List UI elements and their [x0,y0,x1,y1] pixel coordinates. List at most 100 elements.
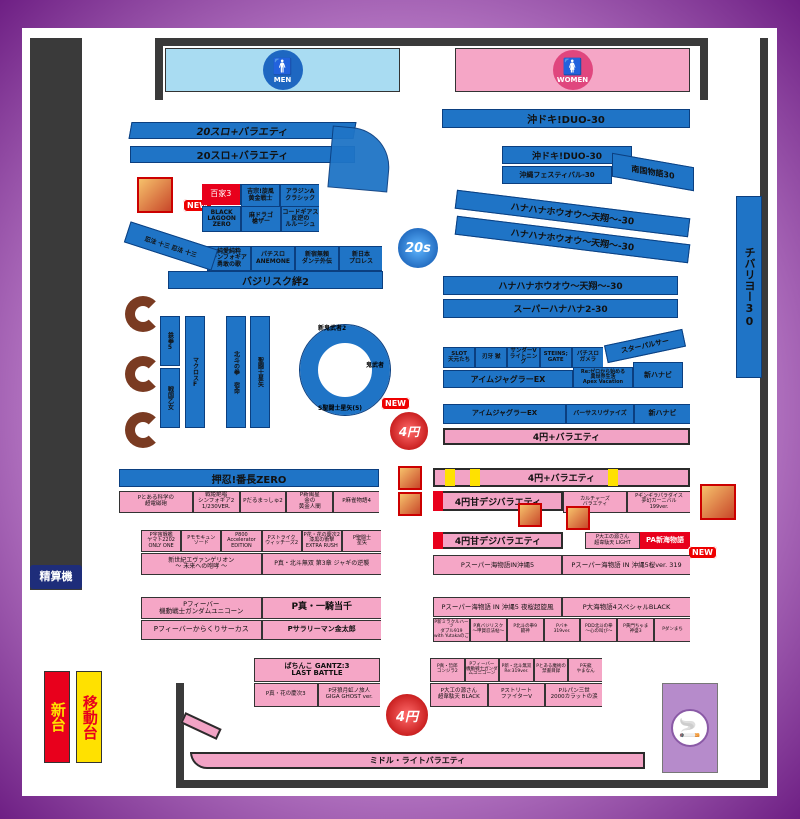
round-seat-3 [125,412,161,448]
machine-cell[interactable]: 麻ドラゴ 槍ザー [241,206,281,232]
machine-cell[interactable]: P北斗の拳9 闘神 [506,618,544,642]
machine-cell[interactable]: P麻雀物語4 [333,491,380,513]
machine-cell[interactable]: 新宿無頼 ダンテ外伝 [295,246,339,271]
men-toilet-icon: 🚹MEN [262,50,303,90]
machine-cell[interactable]: 新日本 プロレス [339,246,382,271]
machine-cell[interactable]: P新風星 金の 黄金人間 [286,491,334,513]
middle-light-row[interactable]: ミドル・ライトバラエティ [190,752,645,769]
slot-col-label: 北斗の拳 宿命 [232,350,240,394]
yen4-variety-row-1[interactable]: 4円+バラエティ [443,428,690,445]
aim-juggler-row-1[interactable]: アイムジャグラーEX [443,370,573,388]
machine-cell[interactable]: P宇宙戦艦 ヤマト2202 ONLY ONE [141,530,182,552]
hanahana-row-3[interactable]: ハナハナホウオウ〜天翔〜-30 [443,276,678,295]
okinawa-fest-row[interactable]: 沖縄フェスティバル-30 [502,166,612,184]
machine-cell[interactable]: P牙狼月虹ノ旅人 GIGA GHOST ver. [317,683,380,707]
new-tag: NEW [688,540,717,559]
machine-cell[interactable]: 刃牙 獄 [475,347,508,368]
marker-red [433,532,443,549]
left-slot-col[interactable]: 鉄拳5 [160,316,180,366]
character-icon [566,506,590,530]
island-a-row2: BLACK LAGOON ZERO 麻ドラゴ 槍ザー コードギアス 反逆の ルル… [202,206,319,232]
machine-cell[interactable]: 新世紀エヴァンゲリオン 〜 未来への咆哮 〜 [141,553,262,575]
machine-cell[interactable]: バーサスリヴァイズ [566,404,634,424]
machine-cell[interactable]: P聖闘士 星矢 [341,530,382,552]
machine-cell[interactable]: Pバキ 319ver. [543,618,581,642]
machine-cell[interactable]: P黄門ちゃま 神盛3 [617,618,655,642]
machine-cell[interactable]: P新ミラクルハーツ ダブル919 with Yutakaのご [433,618,470,642]
machine-cell[interactable]: アイムジャグラーEX [443,404,566,424]
machine-cell[interactable]: Pスーパー海物語IN沖縄5 [433,555,562,575]
machine-cell[interactable]: Pフィーバー 機動戦士ガンダムユニコーン [464,658,500,682]
okidoki-row-1[interactable]: 沖ドキ!DUO-30 [442,109,690,128]
machine-cell[interactable]: 戦姫絶唱 シンフォギア2 1/230VER. [192,491,240,513]
round-island[interactable] [299,324,391,416]
left-slot-col[interactable]: 戦国乙女 [160,368,180,428]
machine-cell[interactable]: Pストライク ウィッチーズ2 [261,530,302,552]
amadeji-row-2[interactable]: 4円甘デジバラエティ [433,532,563,549]
row-label: Re:ゼロから始める 異世界生活 Apex Vacation [580,368,626,386]
machine-cell[interactable]: Pだるまっしゅ2 [239,491,287,513]
smoking-room-icon: 🚬 [671,709,709,747]
shin-hanabi-cell[interactable]: 新ハナビ [633,362,683,388]
machine-cell[interactable]: Pフィーバー 機動戦士ガンダムユニコーン [141,597,262,619]
machine-cell[interactable]: P真バジリスク 〜甲賀忍法帖〜 [469,618,507,642]
round-seat-2 [125,356,161,392]
left-slot-col[interactable]: 北斗の拳 宿命 [226,316,246,428]
okidoki-row-2[interactable]: 沖ドキ!DUO-30 [502,146,632,164]
machine-cell[interactable]: P天龍 やまなん [568,658,602,682]
machine-cell[interactable]: P花・花の慶次2 漆黒の衝撃 EXTRA RUSH [301,530,342,552]
machine-cell[interactable]: P大工の源さん 超韋駄天 BLACK [430,683,488,707]
basilisk-label: バジリスク絆2 [242,276,309,288]
amadeji-row-1[interactable]: 4円甘デジバラエティ [433,491,563,511]
machine-cell[interactable]: Pサラリーマン金太郎 [261,620,381,640]
machine-cell[interactable]: Pギンギラパラダイス 夢幻カーニバル 199ver. [627,491,690,513]
machine-cell[interactable]: P真・一騎当千 [261,597,381,619]
machine-cell[interactable]: Pダンまち [654,618,691,642]
machine-cell[interactable]: 百家3 [202,184,241,205]
chibaryo-row[interactable]: チバリヨー30 [736,196,762,378]
machine-cell[interactable]: パチスロ ANEMONE [251,246,295,271]
machine-cell[interactable]: Pモモキュン ソード [181,530,222,552]
yen4-variety-row-2[interactable]: 4円+バラエティ [433,468,690,487]
machine-cell[interactable]: PDD北斗の拳 〜心の叫び〜 [580,618,618,642]
machine-cell[interactable]: P真・哲郎 コンジラ2 [430,658,465,682]
machine-cell[interactable]: Pとある科学の 超電磁砲 [119,491,193,513]
machine-cell[interactable]: BLACK LAGOON ZERO [202,206,242,232]
machine-cell[interactable]: Pルパン三世 2000カラットの涙 [545,683,603,707]
island-b-mid: 純愛純粋 シンフォギア 勇敢の歌 パチスロ ANEMONE 新宿無頼 ダンテ外伝… [207,246,382,271]
machine-cell[interactable]: P真・北斗無双 第3章 ジャギの逆襲 [261,553,381,575]
slot-row-20slo-2[interactable]: 20スロ+バラエティ [130,146,355,163]
machine-cell[interactable]: P800 Accelerator EDITION [221,530,262,552]
machine-cell[interactable]: Pスーパー海物語 IN 沖縄5 夜桜超旋風 [433,597,562,617]
basilisk-row[interactable]: バジリスク絆2 [168,271,383,289]
machine-cell[interactable]: 新ハナビ [634,404,690,424]
machine-cell[interactable]: Pとある魔術の 禁書目録 [533,658,569,682]
machine-cell[interactable]: 吉宗!旋風 黄金戦士 [240,184,281,207]
machine-cell[interactable]: アラジンA クラシック [280,184,320,207]
super-hanahana-row[interactable]: スーパーハナハナ2-30 [443,299,678,318]
banchou-row[interactable]: 押忍!番長ZERO [119,469,379,487]
machine-cell[interactable]: P大海物語4スペシャルBLACK [562,597,690,617]
chibaryo-label: チバリヨー30 [743,246,756,328]
machine-cell[interactable]: SLOT 天元たち [443,347,476,368]
left-slot-col[interactable]: 聖闘士星矢 [250,316,270,428]
machine-cell[interactable]: Pストリート ファイターV [487,683,546,707]
machine-cell[interactable]: サンダーV ライトニング [507,347,540,368]
machine-cell[interactable]: Pスーパー海物語 IN 沖縄5桜ver. 319 [562,555,690,575]
new-machine-legend: 新台 [44,671,70,763]
machine-cell[interactable]: STEINS; GATE [539,347,572,368]
character-icon [398,492,422,516]
row-label: 沖ドキ!DUO-30 [527,115,605,126]
daiku-light-cell[interactable]: P大工の源さん 超韋駄天 LIGHT [585,532,640,549]
left-slot-col[interactable]: マクロスF [185,316,205,428]
machine-cell[interactable]: P新・北斗無双 Re:319ver. [499,658,534,682]
machine-cell[interactable]: パチスロ ガメラ [571,347,604,368]
machine-cell[interactable]: P真・花の慶次3 [254,683,318,707]
machine-cell[interactable]: Pフィーバーからくりサーカス [141,620,262,640]
machine-cell[interactable]: コードギアス 反逆の ルルーシュ [280,206,319,232]
shin-umi-cell[interactable]: PA新海物語 [640,532,690,549]
re-zero-cell[interactable]: Re:ゼロから始める 異世界生活 Apex Vacation [573,367,633,388]
slot-row-label: 20スロ+バラエティ [196,151,289,162]
slot-row-20slo-1[interactable]: 20スロ+バラエティ [128,122,357,139]
gantz-cell[interactable]: ぱちんこ GANTZ:3 LAST BATTLE [254,658,380,682]
